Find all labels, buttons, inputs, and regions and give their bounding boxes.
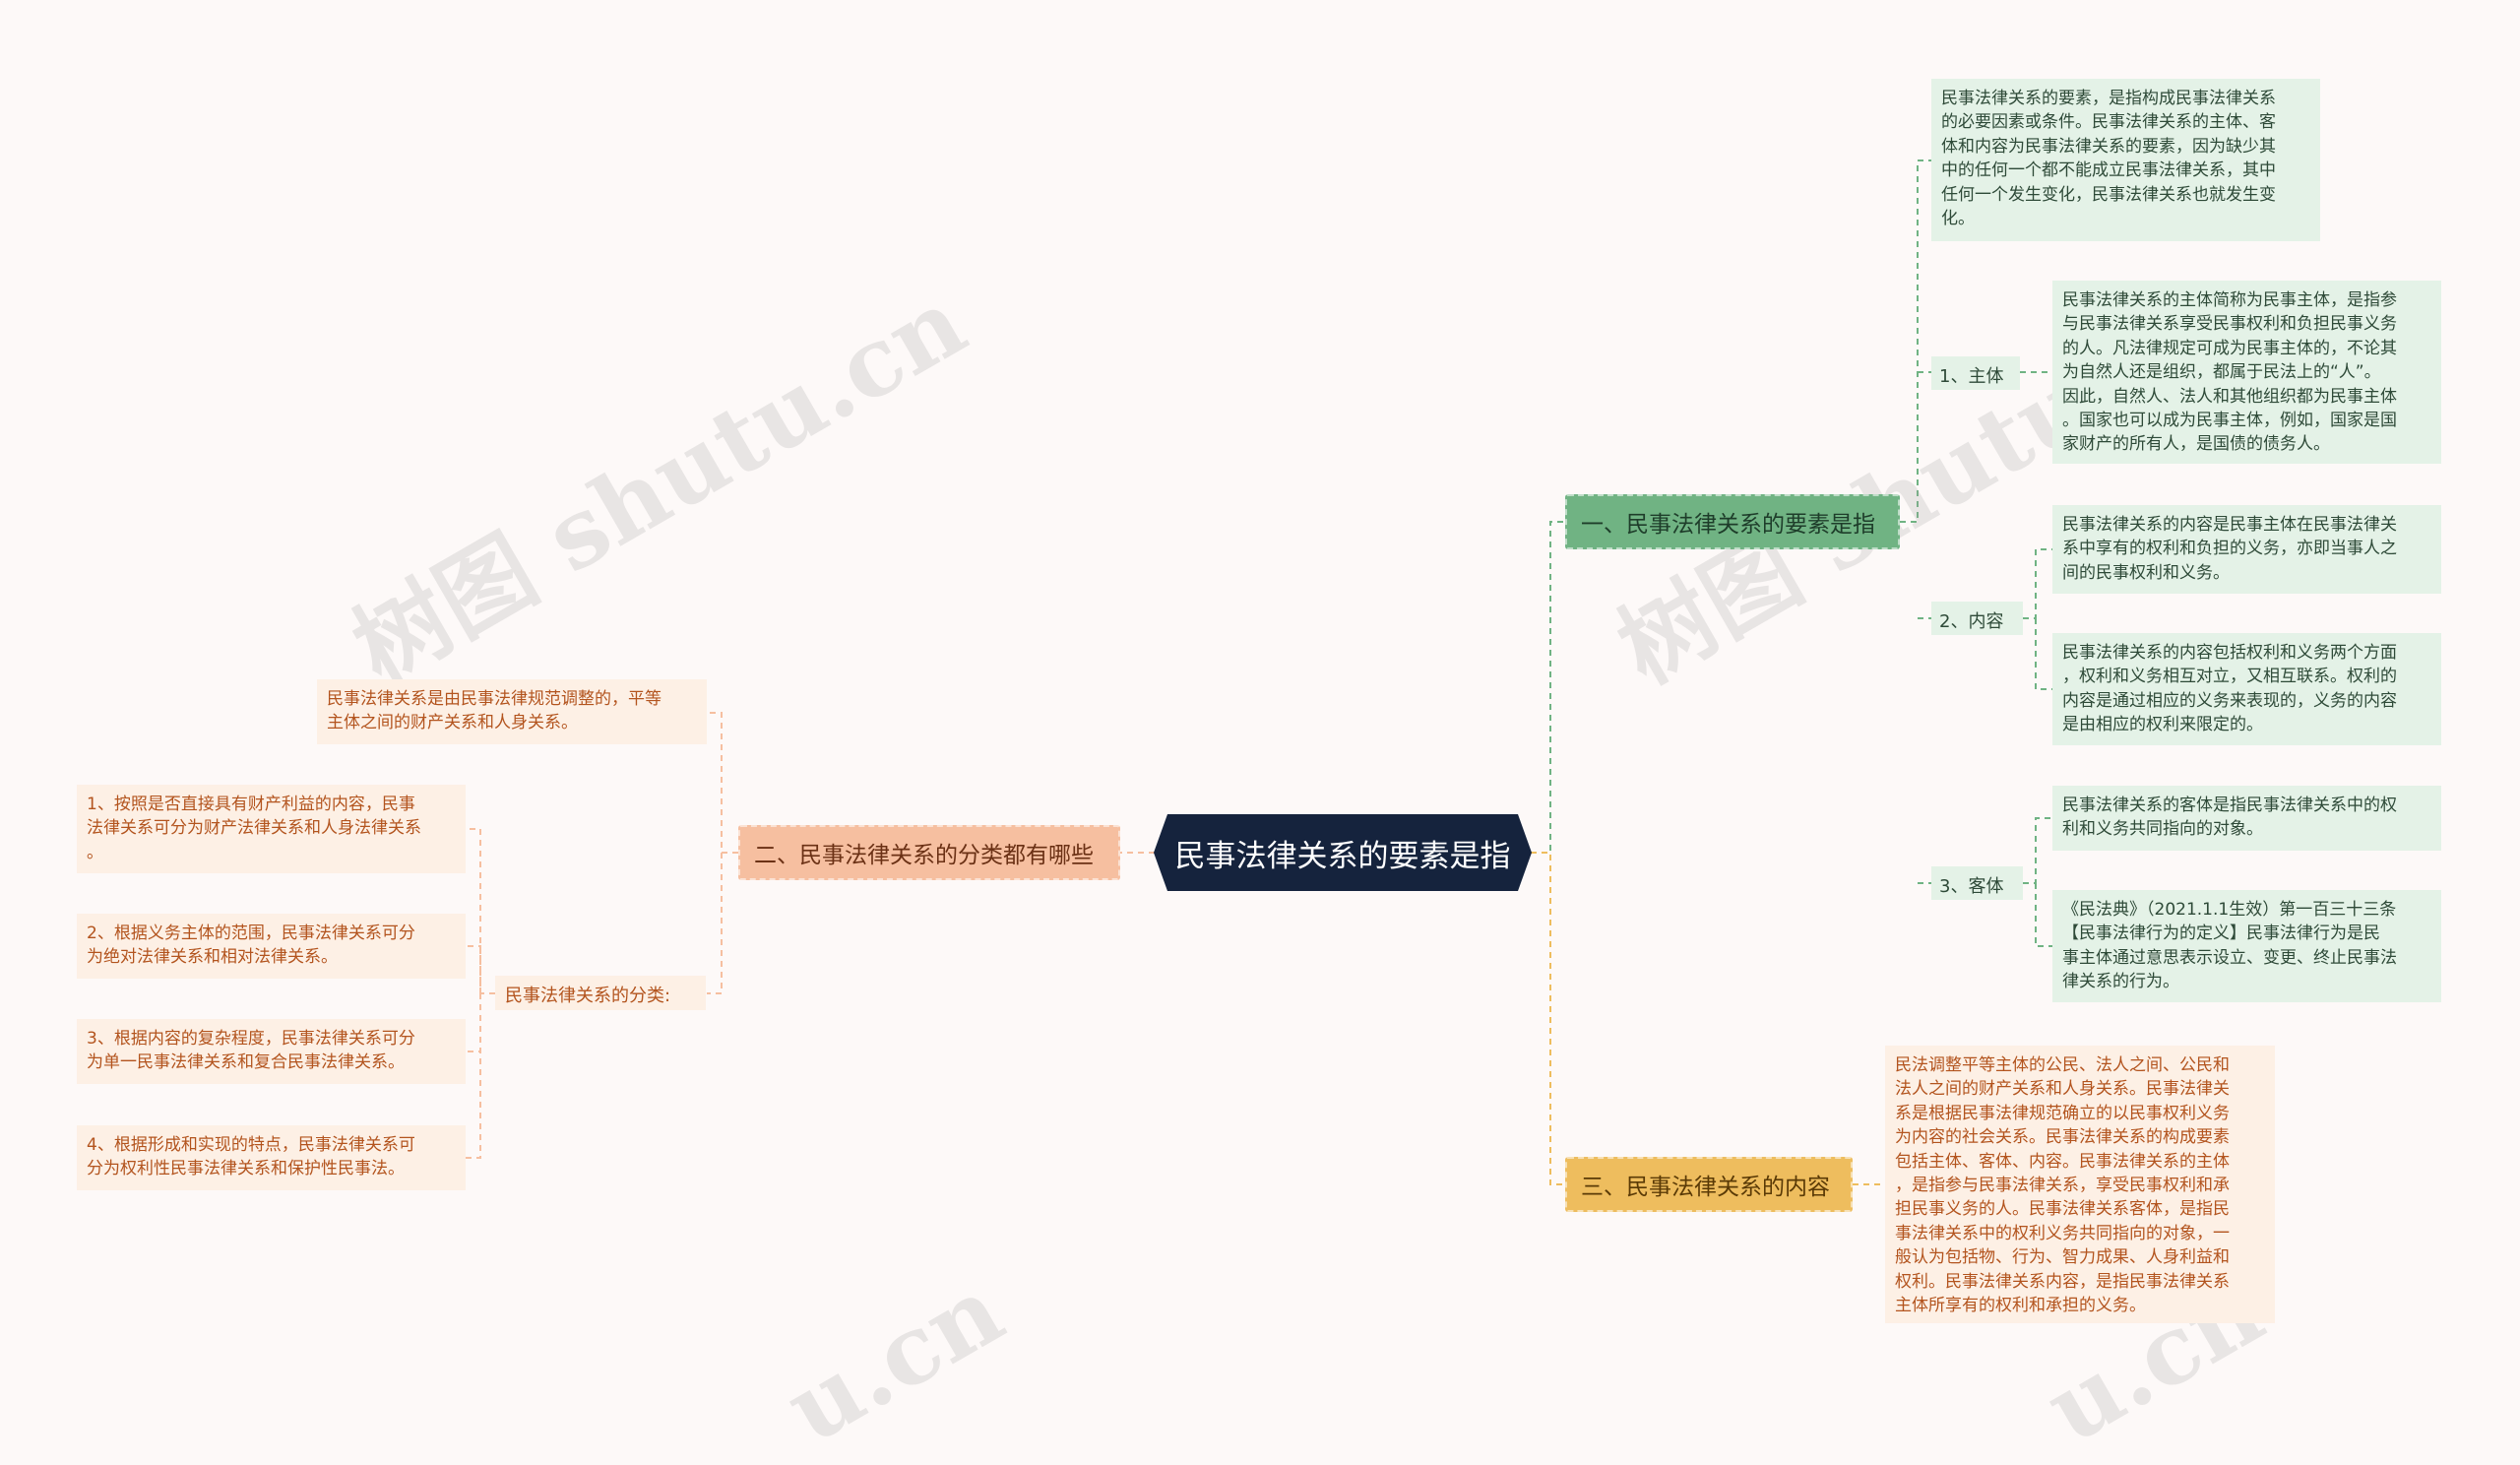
root-node[interactable]: 民事法律关系的要素是指 — [1154, 814, 1532, 891]
elements-intro-note: 民事法律关系的要素，是指构成民事法律关系 的必要因素或条件。民事法律关系的主体、… — [1931, 79, 2320, 241]
branch-classification[interactable]: 二、民事法律关系的分类都有哪些 — [738, 825, 1120, 880]
branch-content[interactable]: 三、民事法律关系的内容 — [1565, 1157, 1853, 1212]
root-title: 民事法律关系的要素是指 — [1174, 838, 1511, 874]
object-note-1: 民事法律关系的客体是指民事法律关系中的权 利和义务共同指向的对象。 — [2052, 786, 2441, 851]
content-detail-note: 民法调整平等主体的公民、法人之间、公民和 法人之间的财产关系和人身关系。民事法律… — [1885, 1046, 2275, 1323]
object-note-2: 《民法典》（2021.1.1生效）第一百三十三条 【民事法律行为的定义】民事法律… — [2052, 890, 2441, 1002]
classification-intro-note: 民事法律关系是由民事法律规范调整的，平等 主体之间的财产关系和人身关系。 — [317, 679, 707, 744]
classification-node[interactable]: 民事法律关系的分类: — [495, 976, 706, 1010]
link-classification-items — [466, 828, 495, 1159]
classification-item-3: 3、根据内容的复杂程度，民事法律关系可分 为单一民事法律关系和复合民事法律关系。 — [77, 1019, 466, 1084]
link-root-branch1 — [1531, 521, 1565, 854]
content-note-2: 民事法律关系的内容包括权利和义务两个方面 ，权利和义务相互对立，又相互联系。权利… — [2052, 633, 2441, 745]
branch-elements-title: 一、民事法律关系的要素是指 — [1581, 512, 1875, 538]
object-node[interactable]: 3、客体 — [1931, 866, 2023, 900]
branch-classification-title: 二、民事法律关系的分类都有哪些 — [754, 843, 1094, 868]
link-branch1-children — [1900, 159, 1931, 884]
mindmap-canvas: 树图 shutu.cn 树图 shutu.cn u.cn u.cn 民事法律关系… — [77, 79, 2441, 1465]
branch-elements[interactable]: 一、民事法律关系的要素是指 — [1565, 494, 1900, 549]
link-root-branch3 — [1531, 852, 1565, 1185]
content-node[interactable]: 2、内容 — [1931, 602, 2023, 635]
subject-node[interactable]: 1、主体 — [1931, 356, 2020, 390]
classification-item-1: 1、按照是否直接具有财产利益的内容，民事 法律关系可分为财产法律关系和人身法律关… — [77, 785, 466, 873]
link-object-items — [2023, 817, 2052, 947]
branch-content-title: 三、民事法律关系的内容 — [1581, 1175, 1830, 1200]
classification-item-2: 2、根据义务主体的范围，民事法律关系可分 为绝对法律关系和相对法律关系。 — [77, 914, 466, 979]
subject-note: 民事法律关系的主体简称为民事主体，是指参 与民事法律关系享受民事权利和负担民事义… — [2052, 281, 2441, 464]
link-content-items — [2023, 548, 2052, 690]
content-note-1: 民事法律关系的内容是民事主体在民事法律关 系中享有的权利和负担的义务，亦即当事人… — [2052, 505, 2441, 594]
connector-lines — [466, 159, 2052, 1185]
link-branch2-children — [707, 712, 738, 994]
classification-item-4: 4、根据形成和实现的特点，民事法律关系可 分为权利性民事法律关系和保护性民事法。 — [77, 1125, 466, 1190]
